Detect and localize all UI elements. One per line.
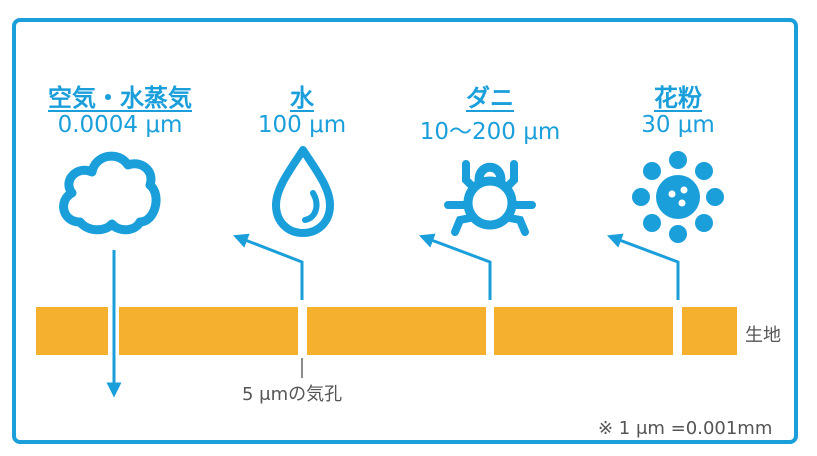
- item-title-pollen: 花粉: [654, 84, 702, 112]
- unit-note: ※ 1 μm =0.001mm: [598, 418, 773, 439]
- item-size-pollen: 30 μm: [641, 112, 715, 138]
- cloud-icon: [59, 151, 161, 235]
- water-blocked-arrow: [233, 233, 304, 300]
- pollen-blocked-arrow: [606, 233, 680, 300]
- item-size-air: 0.0004 μm: [57, 112, 183, 138]
- pollen-icon: [632, 151, 724, 243]
- fabric-bar: [36, 307, 737, 355]
- fabric-label: 生地: [745, 325, 781, 346]
- item-title-mite: ダニ: [466, 84, 514, 112]
- diagram-frame: [12, 18, 798, 444]
- item-size-water: 100 μm: [257, 112, 347, 138]
- item-size-mite: 10〜200 μm: [419, 119, 561, 145]
- mite-icon: [444, 160, 536, 236]
- water-drop-icon: [272, 146, 334, 237]
- item-title-air: 空気・水蒸気: [48, 84, 192, 112]
- mite-blocked-arrow: [418, 233, 492, 300]
- pore-label: 5 μmの気孔: [242, 384, 343, 405]
- item-title-water: 水: [290, 84, 314, 112]
